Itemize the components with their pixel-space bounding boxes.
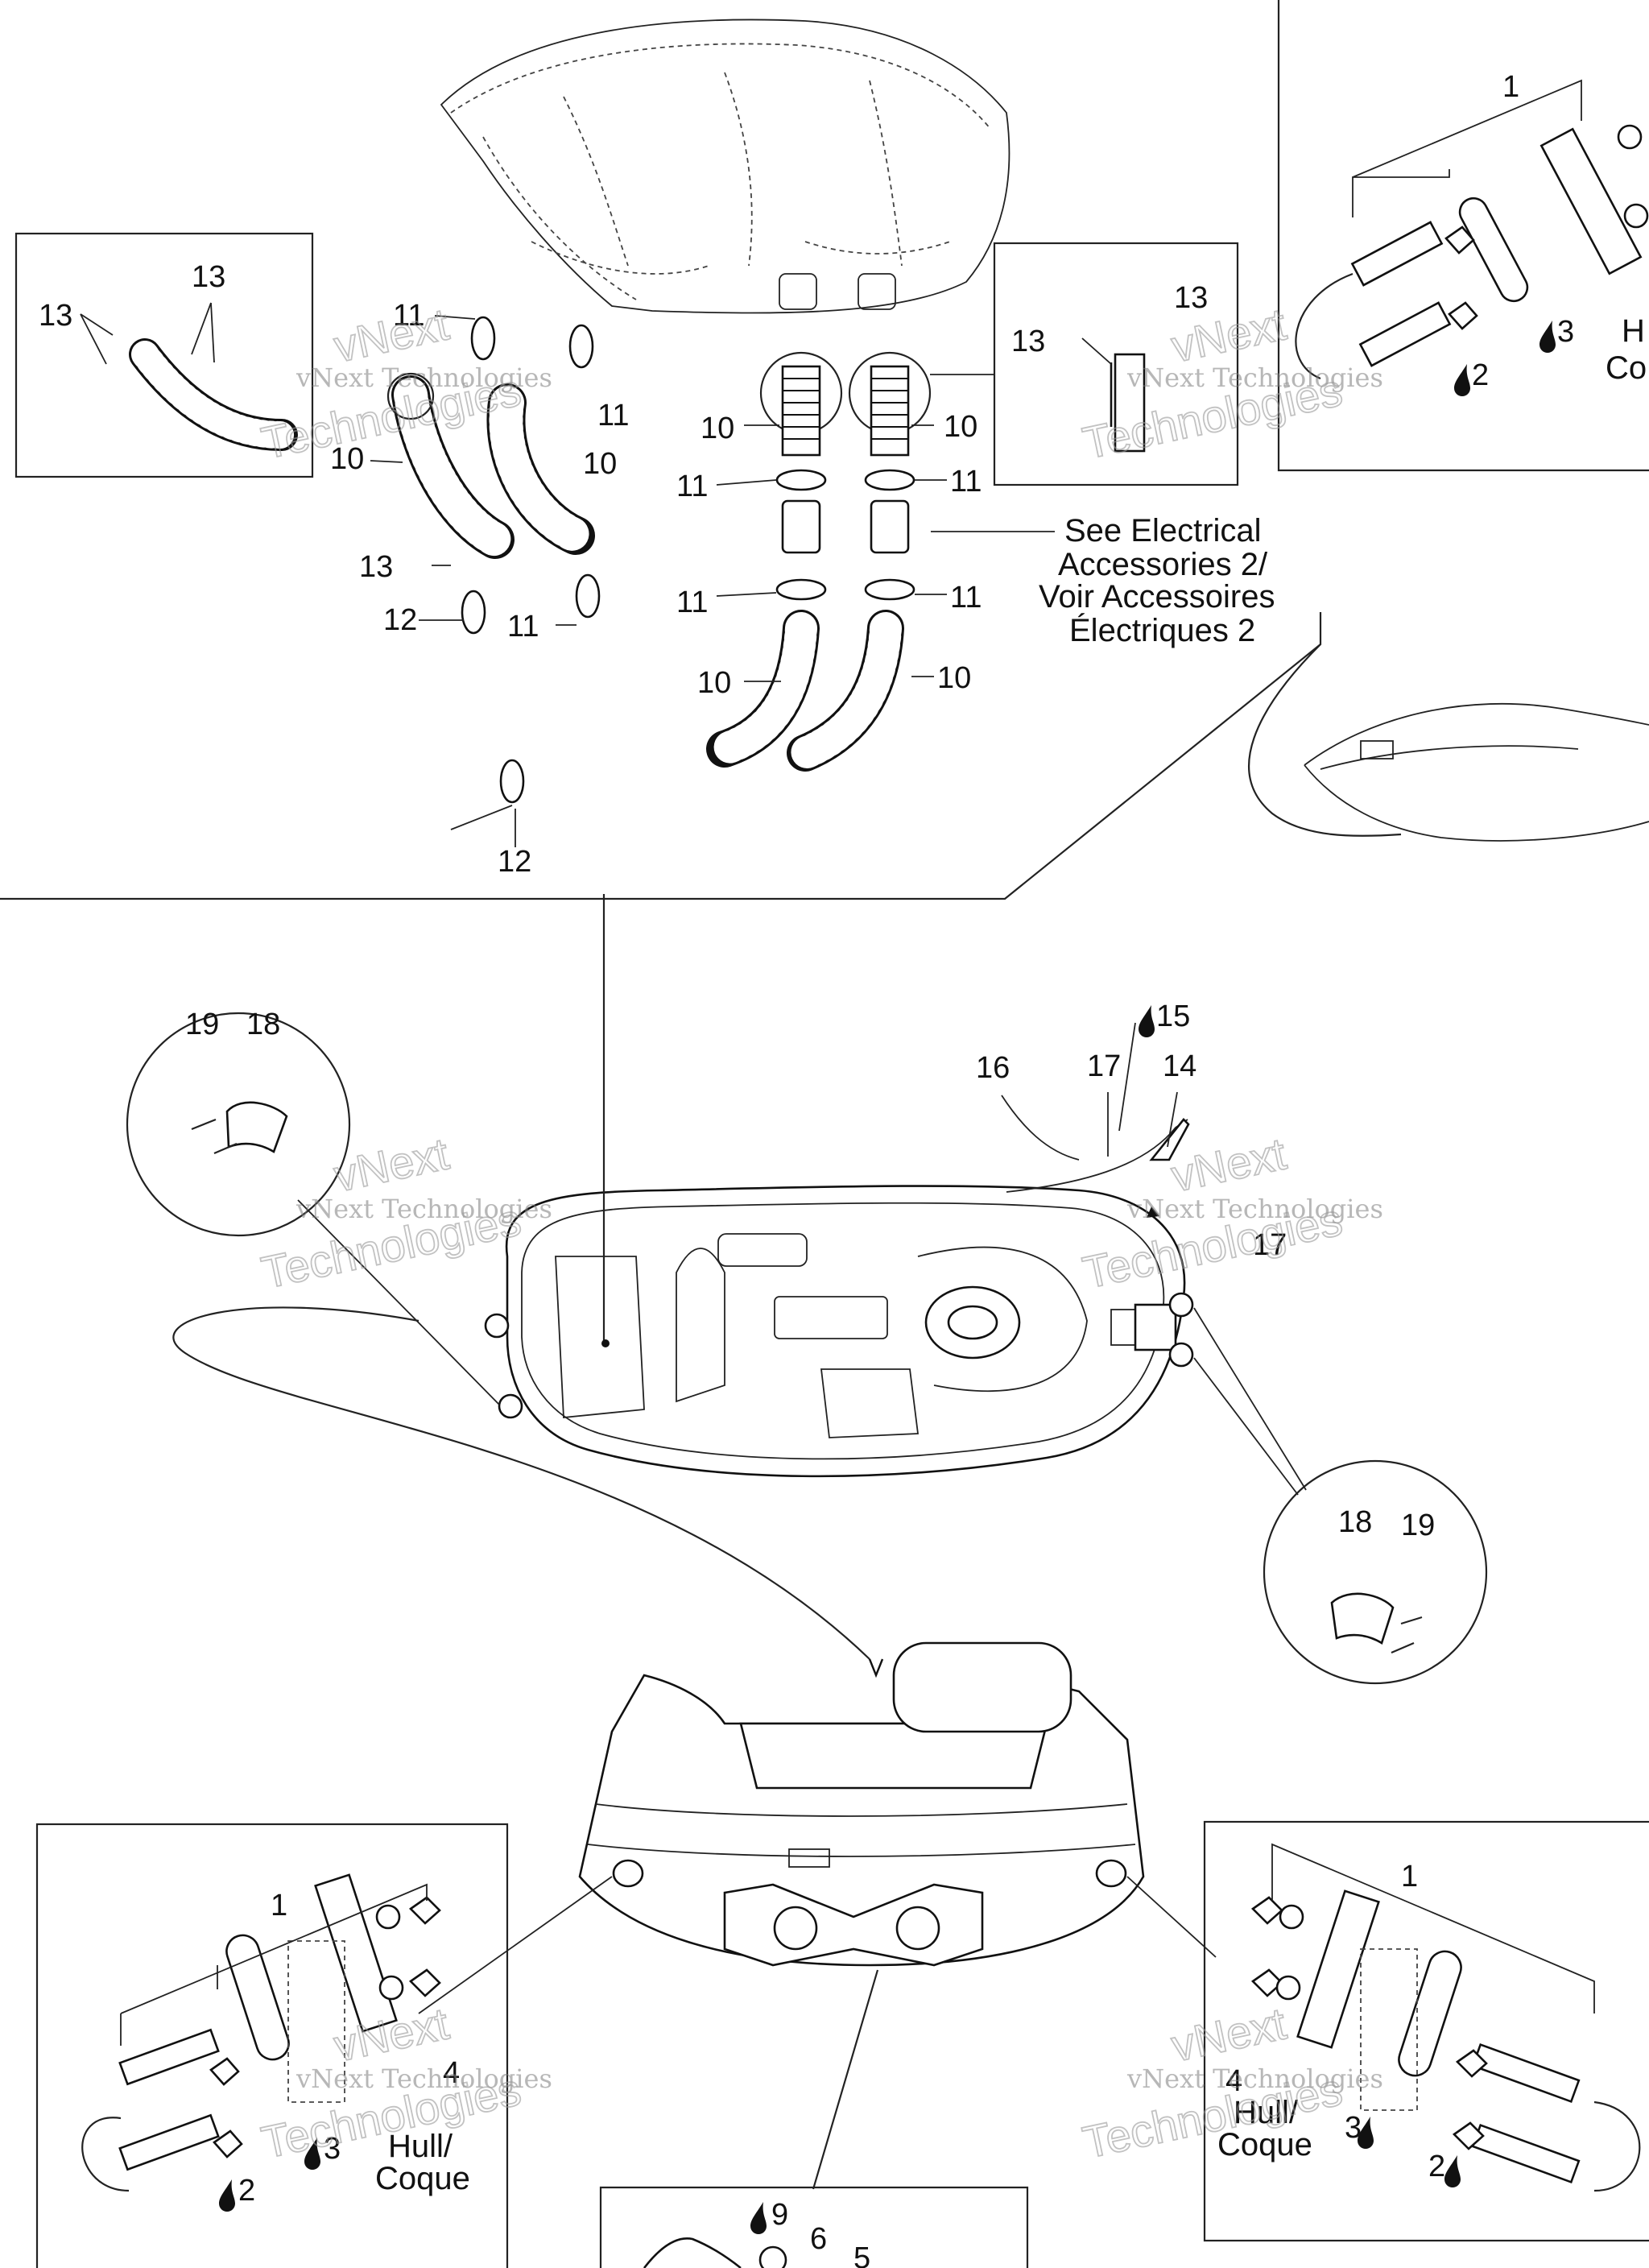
adhesive-drop-icons	[219, 321, 1556, 2234]
watermark-text: vNext Technologies	[295, 362, 552, 393]
watermark-text: vNext Technologies	[295, 1194, 552, 1224]
label-1: 1	[271, 1889, 287, 1922]
label-11: 11	[950, 465, 982, 499]
label-1: 1	[1502, 70, 1519, 104]
label-19: 19	[1401, 1509, 1435, 1542]
deck-middle	[172, 894, 1307, 1678]
label-10: 10	[697, 666, 731, 700]
adhesive-drop-icon	[1454, 364, 1470, 396]
label-13: 13	[1011, 325, 1045, 358]
electrical-note-line-3: Voir Accessoires	[1039, 579, 1275, 615]
adhesive-drop-icon	[1358, 2117, 1374, 2149]
watermark-text: vNext Technologies	[1126, 2063, 1383, 2094]
watermark-text: vNext Technologies	[1126, 1194, 1383, 1224]
center-ducts	[706, 351, 1146, 772]
adhesive-drop-icon	[1139, 1005, 1155, 1037]
label-10: 10	[701, 412, 734, 445]
electrical-note-line-4: Électriques 2	[1069, 612, 1255, 648]
coque-label-right: Coque	[1217, 2127, 1312, 2162]
adhesive-drop-icon	[750, 2202, 767, 2234]
adhesive-drop-icon	[1444, 2155, 1461, 2187]
label-6: 6	[810, 2222, 827, 2256]
watermark-brand: vNext	[1167, 1997, 1291, 2071]
label-4: 4	[1225, 2064, 1242, 2098]
top-left-ducts	[129, 338, 595, 559]
label-11: 11	[393, 299, 424, 333]
top-right-hardware	[1295, 79, 1649, 380]
hull-label-left: Hull/	[388, 2129, 453, 2164]
label-2: 2	[1428, 2150, 1445, 2183]
hull-label-partial: H	[1622, 313, 1645, 349]
bottom-partial-part	[643, 2237, 787, 2268]
label-3: 3	[1345, 2111, 1362, 2145]
label-10: 10	[937, 661, 971, 695]
part-labels: 13 13 11 11 10 10 13 12 11 12 13 13 10 1…	[39, 70, 1574, 2268]
label-18: 18	[1338, 1505, 1372, 1539]
label-2: 2	[1472, 358, 1489, 392]
label-10: 10	[944, 410, 977, 444]
leader-lines	[80, 302, 1178, 1161]
tie-clamps	[461, 316, 915, 804]
adhesive-drop-icon	[304, 2138, 320, 2170]
label-14: 14	[1163, 1049, 1196, 1083]
boat-sketch-right	[1248, 644, 1649, 842]
label-10: 10	[583, 447, 617, 481]
label-11: 11	[950, 581, 982, 615]
label-15: 15	[1156, 999, 1190, 1033]
label-3: 3	[1557, 315, 1574, 349]
watermark-brand: vNext	[1167, 1128, 1291, 1201]
label-13: 13	[359, 550, 393, 584]
label-10: 10	[330, 442, 364, 476]
label-3: 3	[324, 2132, 341, 2166]
label-1: 1	[1401, 1860, 1418, 1893]
hull-top-outline	[440, 19, 1010, 314]
lower-right-hardware	[1250, 1843, 1641, 2192]
watermark-text: vNext Technologies	[295, 2063, 552, 2094]
label-9: 9	[771, 2198, 788, 2232]
watermark-text: vNext Technologies	[1126, 362, 1383, 393]
label-16: 16	[976, 1051, 1010, 1085]
watermark-brand: vNext	[329, 298, 453, 371]
notes: See Electrical Accessories 2/ Voir Acces…	[375, 313, 1647, 2196]
hull-label-right: Hull/	[1234, 2095, 1299, 2130]
label-13: 13	[39, 299, 72, 333]
lower-left-hardware	[81, 1873, 441, 2192]
label-17: 17	[1087, 1049, 1121, 1083]
label-4: 4	[443, 2056, 460, 2090]
coque-label-partial: Co	[1606, 350, 1647, 386]
label-18: 18	[246, 1008, 280, 1041]
electrical-note-line-2: Accessories 2/	[1058, 547, 1268, 582]
label-13: 13	[1174, 281, 1208, 315]
watermark-brand: vNext	[329, 1997, 453, 2071]
label-11: 11	[597, 399, 629, 432]
boat-rear-view	[418, 1641, 1217, 2190]
label-5: 5	[853, 2241, 870, 2268]
label-11: 11	[676, 586, 708, 619]
clip-detail-circles	[191, 1101, 1423, 1654]
adhesive-drop-icon	[1539, 321, 1556, 353]
coque-label-left: Coque	[375, 2161, 470, 2196]
label-12: 12	[383, 603, 417, 637]
electrical-note-line-1: See Electrical	[1064, 513, 1262, 548]
label-11: 11	[507, 610, 539, 644]
label-19: 19	[185, 1008, 219, 1041]
label-17: 17	[1253, 1228, 1287, 1262]
label-12: 12	[498, 845, 531, 879]
label-13: 13	[192, 260, 225, 294]
adhesive-drop-icon	[219, 2179, 235, 2212]
label-11: 11	[676, 470, 708, 503]
label-2: 2	[238, 2174, 255, 2208]
